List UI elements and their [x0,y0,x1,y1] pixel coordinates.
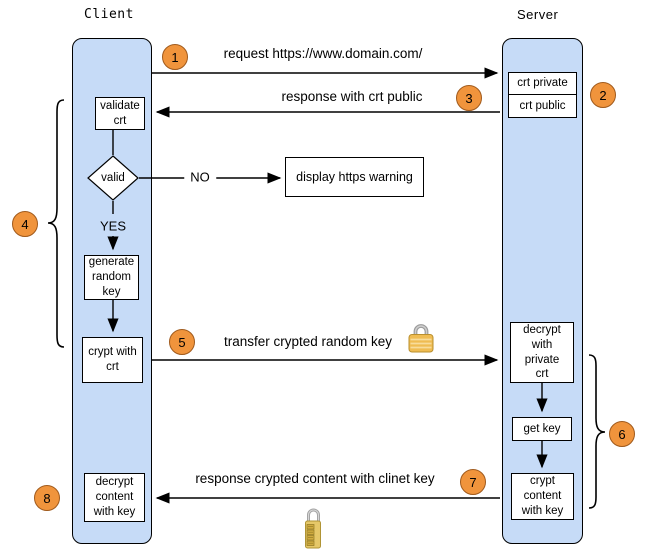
https-warning-box: display https warning [285,157,424,197]
yes-branch-label: YES [99,218,127,234]
response-public-message: response with crt public [281,89,423,104]
response-content-message: response crypted content with clinet key [195,471,435,486]
crt-public-box: crt public [508,94,577,118]
validate-crt-box: validate crt [95,97,145,130]
combination-padlock-icon [305,508,321,549]
step-badge-8: 8 [34,485,60,511]
valid-diamond-label: valid [101,172,125,184]
generate-random-key-box: generate random key [84,255,139,300]
server-lane-title: Server [517,7,559,22]
step-badge-2: 2 [590,82,616,108]
step-badge-3: 3 [456,85,482,111]
request-message: request https://www.domain.com/ [223,46,423,61]
decrypt-content-with-key-box: decrypt content with key [84,473,145,522]
no-branch-label: NO [184,169,216,185]
step-badge-6: 6 [609,421,635,447]
step-badge-4: 4 [12,211,38,237]
step-badge-1: 1 [162,44,188,70]
closed-padlock-icon [408,324,434,353]
crt-private-box: crt private [508,72,577,95]
step6-brace [588,354,606,509]
crypt-with-crt-box: crypt with crt [82,337,143,383]
decrypt-with-private-crt-box: decrypt with private crt [510,322,574,383]
step4-brace [47,99,65,348]
step-badge-5: 5 [169,329,195,355]
client-lane-title: Client [84,7,134,22]
crypt-content-with-key-box: crypt content with key [511,473,574,520]
transfer-key-message: transfer crypted random key [223,334,393,349]
step-badge-7: 7 [460,469,486,495]
get-key-box: get key [512,417,572,441]
